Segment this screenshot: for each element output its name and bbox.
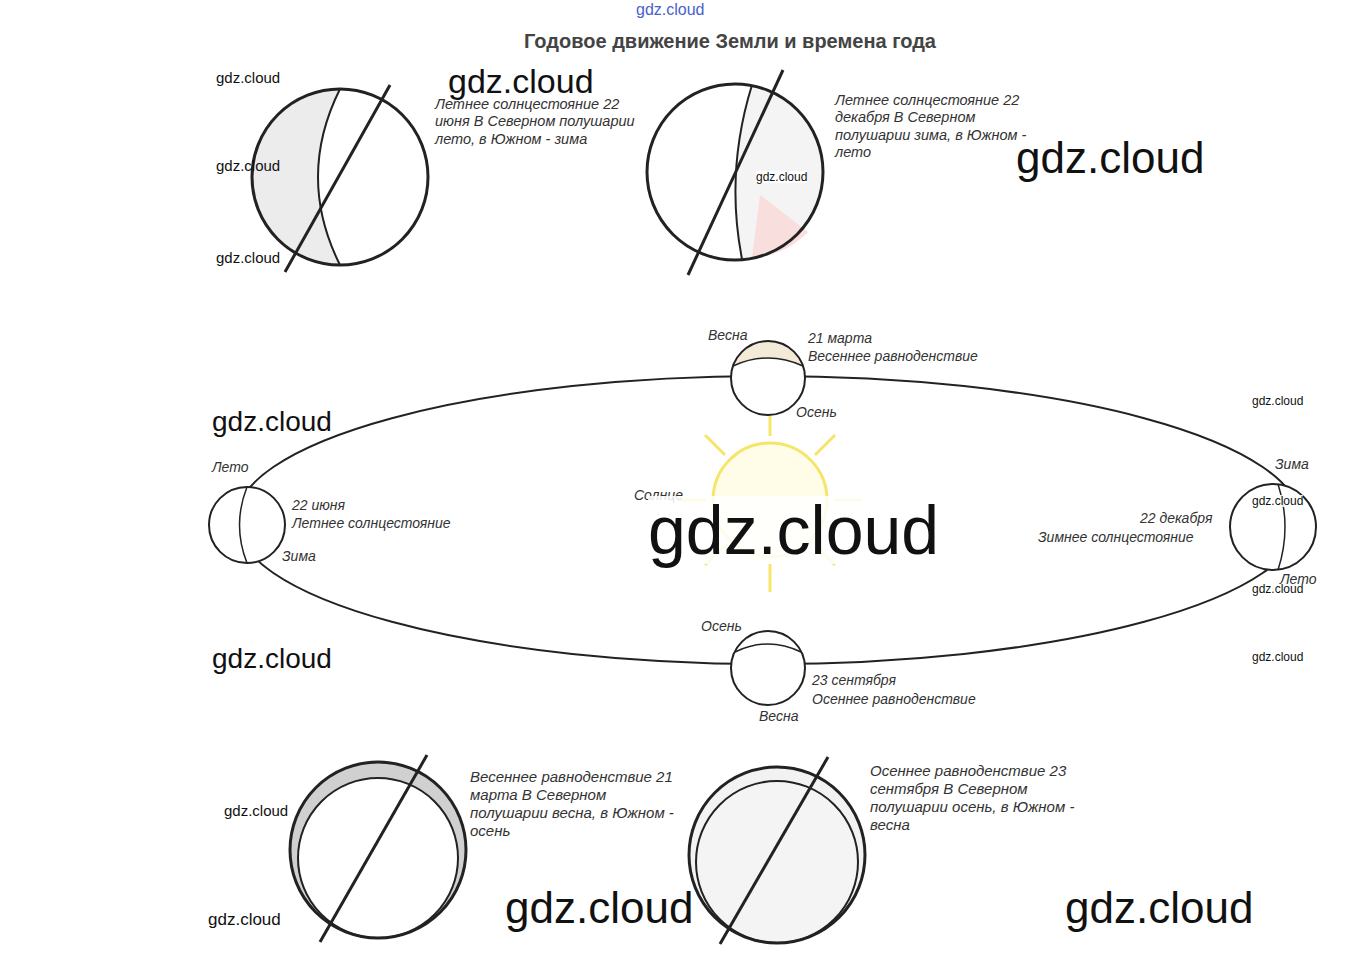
season-label: Лето xyxy=(212,459,249,476)
earth-december xyxy=(1230,484,1316,570)
diagram-title: Годовое движение Земли и времена года xyxy=(524,30,936,53)
watermark: gdz.cloud xyxy=(1065,886,1253,930)
watermark: gdz.cloud xyxy=(216,70,280,85)
watermark: gdz.cloud xyxy=(448,64,594,98)
season-label: Весна xyxy=(759,708,798,725)
watermark: gdz.cloud xyxy=(208,911,281,928)
event-label: Летнее солнцестояние xyxy=(292,515,451,532)
watermark: gdz.cloud xyxy=(216,250,280,265)
watermark: gdz.cloud xyxy=(648,496,939,564)
globe-december xyxy=(647,70,823,275)
event-label: Зимнее солнцестояние xyxy=(1038,529,1194,546)
season-label: Осень xyxy=(796,404,837,421)
date-label: 23 сентября xyxy=(812,672,896,689)
watermark: gdz.cloud xyxy=(756,171,807,183)
watermark: gdz.cloud xyxy=(224,803,288,818)
event-label: Осеннее равноденствие xyxy=(812,691,976,708)
watermark: gdz.cloud xyxy=(1016,136,1204,180)
date-label: 22 декабря xyxy=(1140,510,1212,527)
watermark: gdz.cloud xyxy=(636,2,705,18)
watermark: gdz.cloud xyxy=(212,645,332,673)
orbit xyxy=(236,376,1300,664)
season-label: Зима xyxy=(1275,456,1309,473)
event-label: Весеннее равноденствие xyxy=(808,348,978,365)
earth-march xyxy=(731,341,805,415)
watermark: gdz.cloud xyxy=(505,886,693,930)
season-label: Зима xyxy=(282,548,316,565)
season-label: Осень xyxy=(701,618,742,635)
season-note: Осеннее равноденствие 23 сентября В Севе… xyxy=(870,762,1085,834)
globe-march xyxy=(290,755,466,942)
earth-september xyxy=(731,631,805,705)
globe-september xyxy=(689,757,865,944)
watermark: gdz.cloud xyxy=(212,408,332,436)
globe-june xyxy=(252,85,428,272)
season-label: Весна xyxy=(708,327,747,344)
season-note: Летнее солнцестояние 22 декабря В Северн… xyxy=(835,92,1035,162)
season-note: Летнее солнцестояние 22 июня В Северном … xyxy=(435,96,640,148)
date-label: 22 июня xyxy=(292,497,345,514)
season-note: Весеннее равноденствие 21 марта В Северн… xyxy=(470,768,685,840)
earth-june xyxy=(209,487,285,563)
watermark: gdz.cloud xyxy=(1252,651,1303,663)
date-label: 21 марта xyxy=(808,330,872,347)
watermark: gdz.cloud xyxy=(1252,495,1303,507)
watermark: gdz.cloud xyxy=(216,158,280,173)
watermark: gdz.cloud xyxy=(1252,395,1303,407)
watermark: gdz.cloud xyxy=(1252,583,1303,595)
